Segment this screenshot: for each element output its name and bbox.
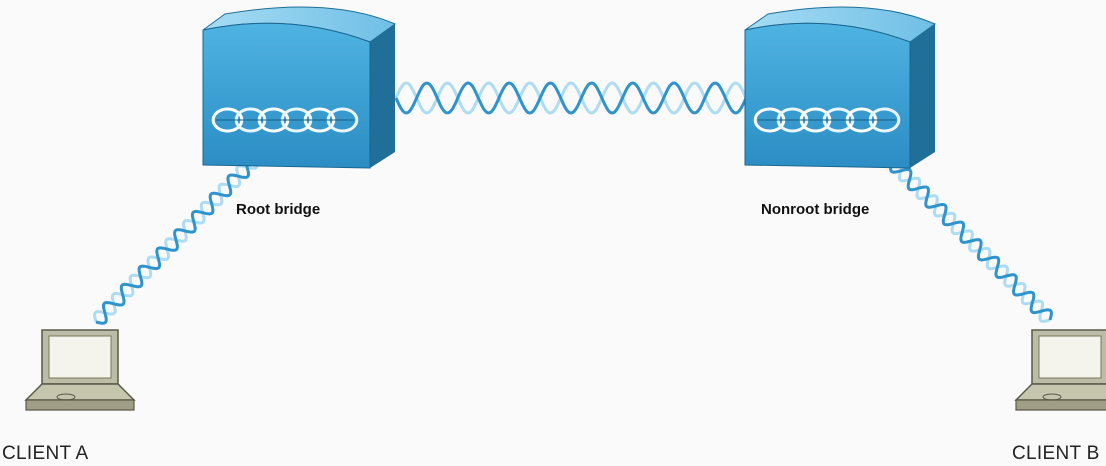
root-bridge-label: Root bridge	[236, 201, 321, 218]
wireless-link-client-b	[889, 159, 1053, 323]
wave-strand	[95, 155, 257, 325]
wave-strand	[394, 81, 748, 115]
wireless-link-bridge-to-bridge	[394, 81, 748, 115]
client-b-label: CLIENT B	[1012, 443, 1100, 464]
antenna-coil-icon	[753, 107, 901, 133]
wave-strand	[889, 161, 1053, 321]
client-a-laptop-icon	[24, 329, 136, 411]
wireless-link-client-a	[93, 155, 259, 325]
wave-strand	[394, 81, 748, 115]
nonroot-bridge-label: Nonroot bridge	[761, 201, 870, 218]
client-a-label: CLIENT A	[2, 443, 89, 464]
client-b-laptop-icon	[1014, 329, 1106, 411]
nonroot-bridge-icon	[744, 6, 937, 169]
root-bridge-icon	[202, 6, 397, 169]
antenna-coil-icon	[211, 107, 359, 133]
